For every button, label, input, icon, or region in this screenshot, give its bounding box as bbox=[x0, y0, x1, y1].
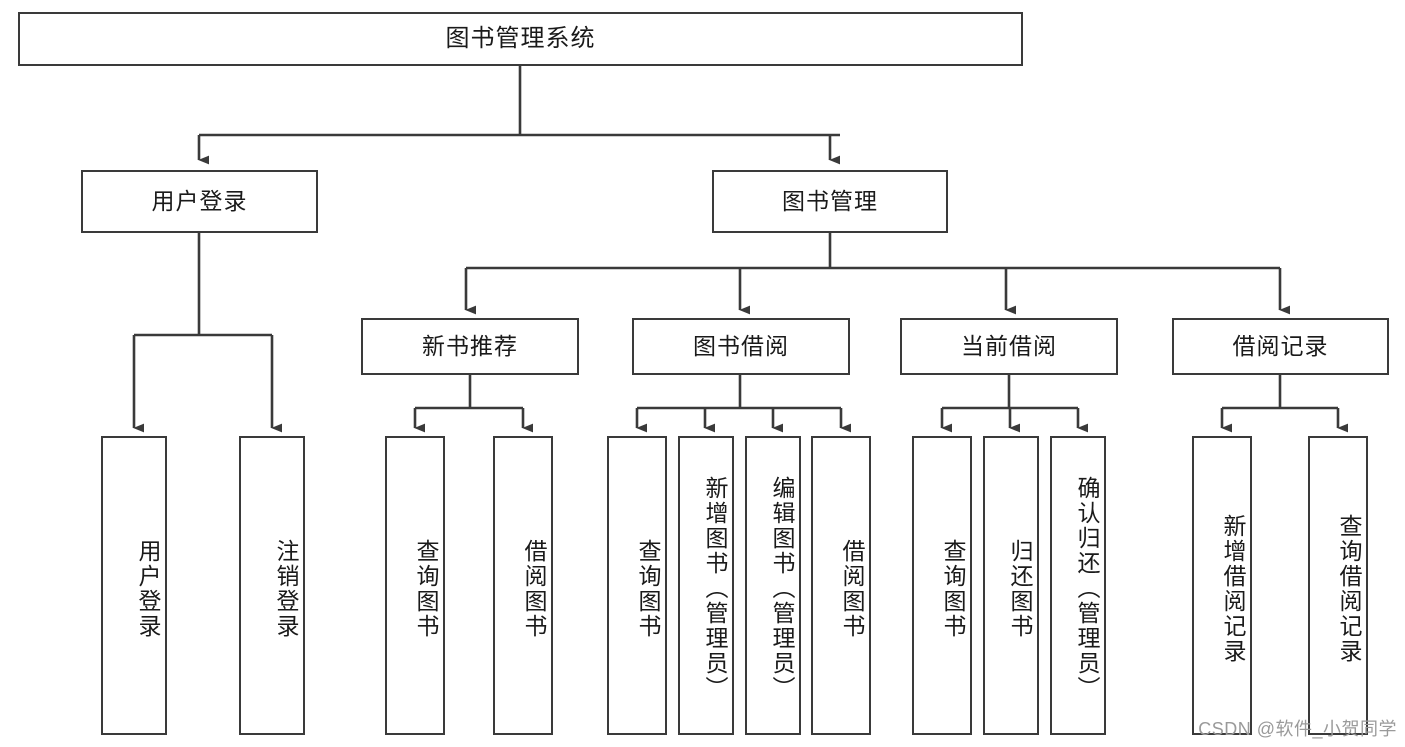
node-current-borrow[interactable]: 当前借阅 bbox=[900, 318, 1118, 375]
node-leaf-borrow-book-1-label: 借阅图书 bbox=[521, 538, 547, 639]
node-user-login[interactable]: 用户登录 bbox=[81, 170, 318, 233]
node-current-borrow-label: 当前借阅 bbox=[961, 332, 1057, 359]
node-leaf-borrow-book-1[interactable]: 借阅图书 bbox=[493, 436, 553, 735]
node-leaf-query-book-3[interactable]: 查询图书 bbox=[912, 436, 972, 735]
node-book-borrow-label: 图书借阅 bbox=[693, 332, 789, 359]
node-leaf-logout[interactable]: 注销登录 bbox=[239, 436, 305, 735]
node-leaf-query-record[interactable]: 查询借阅记录 bbox=[1308, 436, 1368, 735]
node-leaf-confirm-return[interactable]: 确认归还（管理员） bbox=[1050, 436, 1106, 735]
node-leaf-add-record[interactable]: 新增借阅记录 bbox=[1192, 436, 1252, 735]
node-leaf-return-book-label: 归还图书 bbox=[1007, 538, 1033, 639]
node-leaf-query-book-1[interactable]: 查询图书 bbox=[385, 436, 445, 735]
node-leaf-query-book-3-label: 查询图书 bbox=[940, 538, 966, 639]
node-leaf-add-book-label: 新增图书（管理员） bbox=[702, 476, 728, 701]
node-leaf-borrow-book-2-label: 借阅图书 bbox=[839, 538, 865, 639]
node-leaf-query-book-2[interactable]: 查询图书 bbox=[607, 436, 667, 735]
node-book-manage-label: 图书管理 bbox=[782, 187, 878, 214]
node-leaf-confirm-return-label: 确认归还（管理员） bbox=[1074, 476, 1100, 701]
node-leaf-edit-book[interactable]: 编辑图书（管理员） bbox=[745, 436, 801, 735]
node-leaf-add-record-label: 新增借阅记录 bbox=[1220, 513, 1246, 664]
node-root-system[interactable]: 图书管理系统 bbox=[18, 12, 1023, 66]
node-leaf-query-record-label: 查询借阅记录 bbox=[1336, 513, 1362, 664]
node-leaf-user-login-label: 用户登录 bbox=[135, 538, 161, 639]
node-borrow-record-label: 借阅记录 bbox=[1232, 332, 1329, 359]
node-new-book-recommend[interactable]: 新书推荐 bbox=[361, 318, 579, 375]
node-leaf-edit-book-label: 编辑图书（管理员） bbox=[769, 476, 795, 701]
node-book-borrow[interactable]: 图书借阅 bbox=[632, 318, 850, 375]
node-new-book-recommend-label: 新书推荐 bbox=[422, 332, 518, 359]
node-leaf-logout-label: 注销登录 bbox=[273, 538, 299, 639]
node-leaf-add-book[interactable]: 新增图书（管理员） bbox=[678, 436, 734, 735]
node-user-login-label: 用户登录 bbox=[151, 187, 248, 214]
node-book-manage[interactable]: 图书管理 bbox=[712, 170, 948, 233]
node-leaf-borrow-book-2[interactable]: 借阅图书 bbox=[811, 436, 871, 735]
node-leaf-query-book-2-label: 查询图书 bbox=[635, 538, 661, 639]
node-leaf-user-login[interactable]: 用户登录 bbox=[101, 436, 167, 735]
node-leaf-query-book-1-label: 查询图书 bbox=[413, 538, 439, 639]
node-leaf-return-book[interactable]: 归还图书 bbox=[983, 436, 1039, 735]
watermark-text: CSDN @软件_小贺同学 bbox=[1198, 719, 1397, 739]
node-root-label: 图书管理系统 bbox=[445, 24, 596, 52]
node-borrow-record[interactable]: 借阅记录 bbox=[1172, 318, 1389, 375]
